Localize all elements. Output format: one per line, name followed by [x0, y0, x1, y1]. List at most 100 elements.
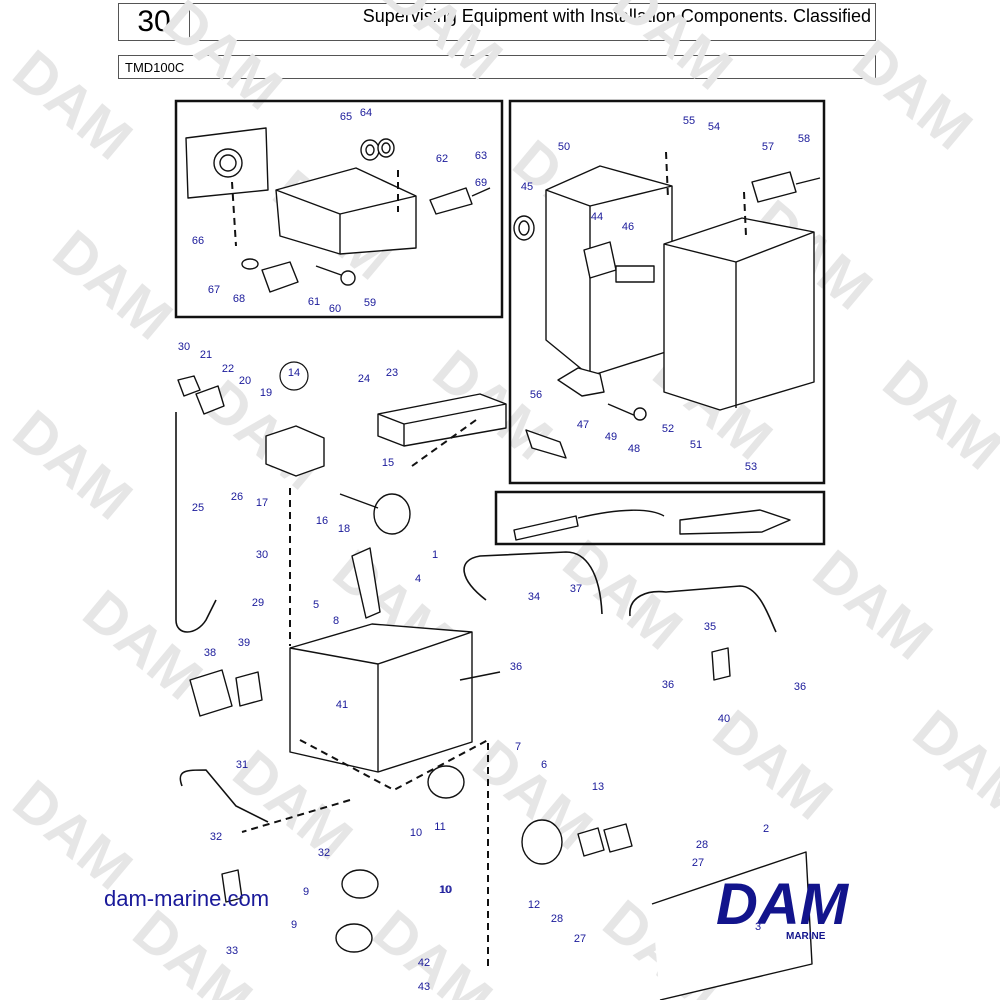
callout-27: 27 [692, 857, 704, 869]
callout-38: 38 [204, 647, 216, 659]
callout-circle-14 [279, 361, 309, 391]
watermark: DAM [151, 0, 294, 122]
callout-35: 35 [704, 621, 716, 633]
callout-23: 23 [386, 367, 398, 379]
watermark: DAM [841, 28, 984, 163]
callout-37: 37 [570, 583, 582, 595]
callout-1: 1 [432, 549, 438, 561]
callout-26: 26 [231, 491, 243, 503]
callout-61: 61 [308, 296, 320, 308]
callout-layer: 1234567899101010111213141516171819202122… [178, 107, 810, 993]
watermark: DAM [1, 38, 144, 173]
watermark: DAM [801, 538, 944, 673]
callout-52: 52 [662, 423, 674, 435]
model-bar: TMD100C [118, 55, 876, 79]
callout-49: 49 [605, 431, 617, 443]
callout-58: 58 [798, 133, 810, 145]
callout-40: 40 [718, 713, 730, 725]
callout-16: 16 [316, 515, 328, 527]
callout-41: 41 [336, 699, 348, 711]
callout-9: 9 [303, 886, 309, 898]
callout-36: 36 [662, 679, 674, 691]
callout-3: 3 [755, 921, 761, 933]
callout-24: 24 [358, 373, 370, 385]
callout-27: 27 [574, 933, 586, 945]
section-number: 30 [119, 4, 190, 40]
callout-6: 6 [541, 759, 547, 771]
callout-34: 34 [528, 591, 540, 603]
pipe-35 [629, 585, 777, 633]
callout-8: 8 [333, 615, 339, 627]
watermark: DAM [1, 768, 144, 903]
watermark: DAM [371, 0, 514, 92]
watermark: DAM [601, 0, 744, 102]
callout-18: 18 [338, 523, 350, 535]
callout-43: 43 [418, 981, 430, 993]
callout-20: 20 [239, 375, 251, 387]
callout-54: 54 [708, 121, 720, 133]
page-title: Supervising Equipment with Installation … [362, 6, 871, 26]
callout-56: 56 [530, 389, 542, 401]
callout-28: 28 [551, 913, 563, 925]
callout-33: 33 [226, 945, 238, 957]
callout-55: 55 [683, 115, 695, 127]
callout-12: 12 [528, 899, 540, 911]
callout-7: 7 [515, 741, 521, 753]
callout-39: 39 [238, 637, 250, 649]
callout-67: 67 [208, 284, 220, 296]
inset-frame-sensor [494, 490, 826, 546]
watermark: DAM [41, 218, 184, 353]
callout-51: 51 [690, 439, 702, 451]
callout-48: 48 [628, 443, 640, 455]
callout-45: 45 [521, 181, 533, 193]
part-59-box [275, 167, 417, 255]
callout-68: 68 [233, 293, 245, 305]
watermark: DAM [871, 348, 1000, 483]
title-bar: 30 Supervising Equipment with Installati… [118, 3, 876, 41]
pipe-34 [463, 551, 603, 615]
callout-64: 64 [360, 107, 372, 119]
pipe-31 [179, 769, 269, 823]
callout-42: 42 [418, 957, 430, 969]
callout-10: 10 [440, 884, 452, 896]
part-51-lid [663, 217, 815, 411]
watermark: DAM [121, 898, 264, 1000]
model-label: TMD100C [125, 60, 185, 75]
callout-11: 11 [434, 821, 445, 833]
watermark: DAM [1, 398, 144, 533]
callout-9: 9 [291, 919, 297, 931]
logo-wordmark: DAM [716, 872, 850, 937]
inset-frame-right [508, 99, 826, 485]
callout-13: 13 [592, 781, 604, 793]
watermark: DAM [901, 698, 1000, 833]
callout-63: 63 [475, 150, 487, 162]
callout-22: 22 [222, 363, 234, 375]
callout-66: 66 [192, 235, 204, 247]
pipe-29 [175, 412, 217, 633]
callout-31: 31 [236, 759, 248, 771]
callout-50: 50 [558, 141, 570, 153]
inset-frame-left [174, 99, 504, 319]
part-1-junction-box [289, 623, 473, 773]
logo-subtitle: MARINE [786, 931, 826, 942]
watermark: DAM [551, 528, 694, 663]
callout-5: 5 [313, 599, 319, 611]
callout-60: 60 [329, 303, 341, 315]
callout-21: 21 [200, 349, 212, 361]
callout-30: 30 [256, 549, 268, 561]
dam-marine-logo: DAM MARINE [716, 872, 850, 942]
callout-59: 59 [364, 297, 376, 309]
callout-19: 19 [260, 387, 272, 399]
callout-25: 25 [192, 502, 204, 514]
callout-30: 30 [178, 341, 190, 353]
callout-47: 47 [577, 419, 589, 431]
part-15-knob [373, 493, 411, 535]
website-link[interactable]: dam-marine.com [104, 886, 270, 911]
callout-28: 28 [696, 839, 708, 851]
callout-65: 65 [340, 111, 352, 123]
callout-17: 17 [256, 497, 268, 509]
callout-29: 29 [252, 597, 264, 609]
callout-15: 15 [382, 457, 394, 469]
